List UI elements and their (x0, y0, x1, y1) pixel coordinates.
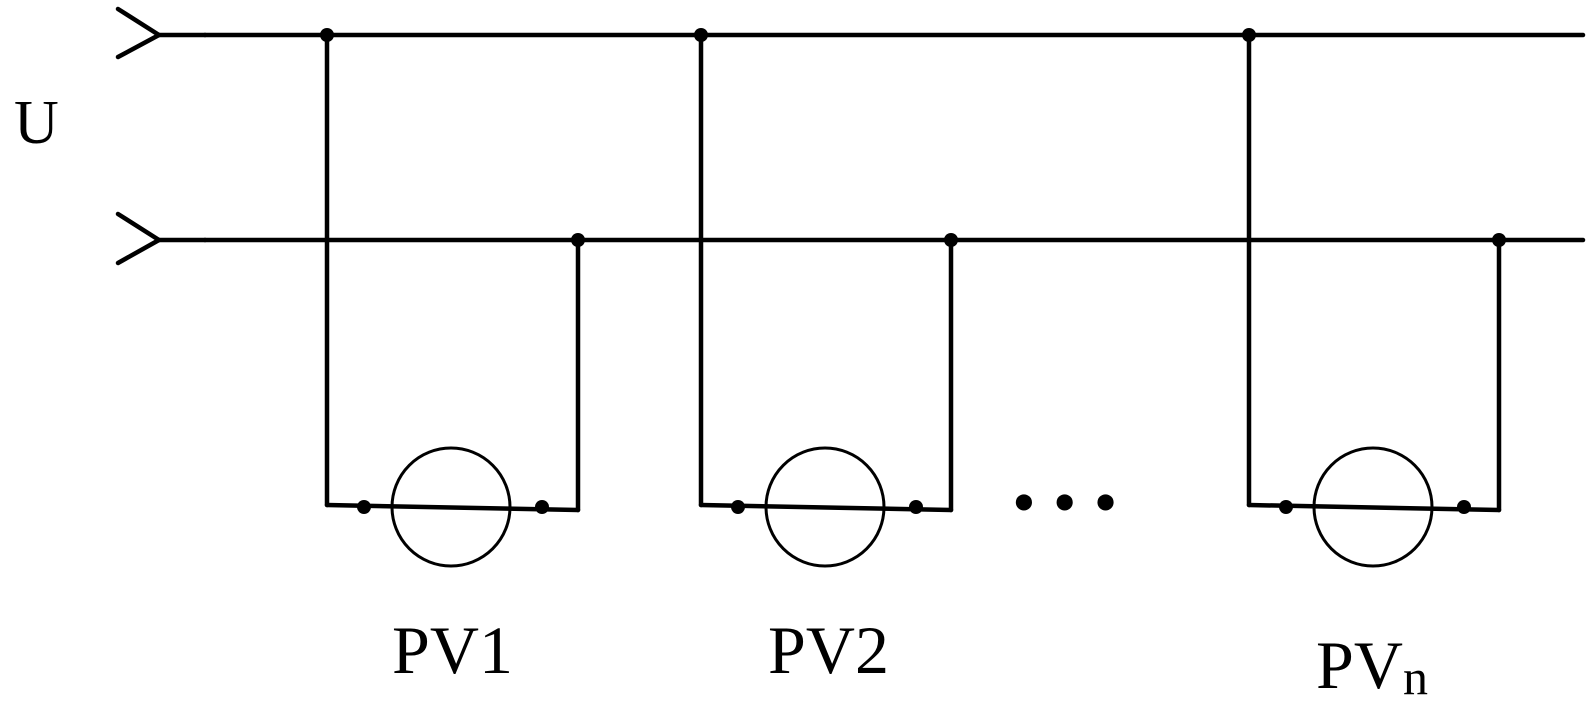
terminal-top (115, 6, 208, 60)
supply-voltage-label: U (14, 89, 59, 157)
voltmeter-1-circle (390, 446, 512, 568)
meter-2-label: PV2 (768, 612, 889, 688)
voltmeter-2-circle (764, 446, 886, 568)
terminal-bottom (115, 211, 208, 266)
voltmeter-n-circle (1312, 446, 1434, 568)
ellipsis: • • • (1012, 464, 1117, 540)
meter-branch-n: PVn (1242, 28, 1506, 705)
meter-n-label: PVn (1316, 627, 1428, 705)
meter-branch-1: PV1 (320, 28, 585, 688)
meter-branch-2: PV2 (694, 28, 958, 688)
meter-1-label: PV1 (392, 612, 513, 688)
